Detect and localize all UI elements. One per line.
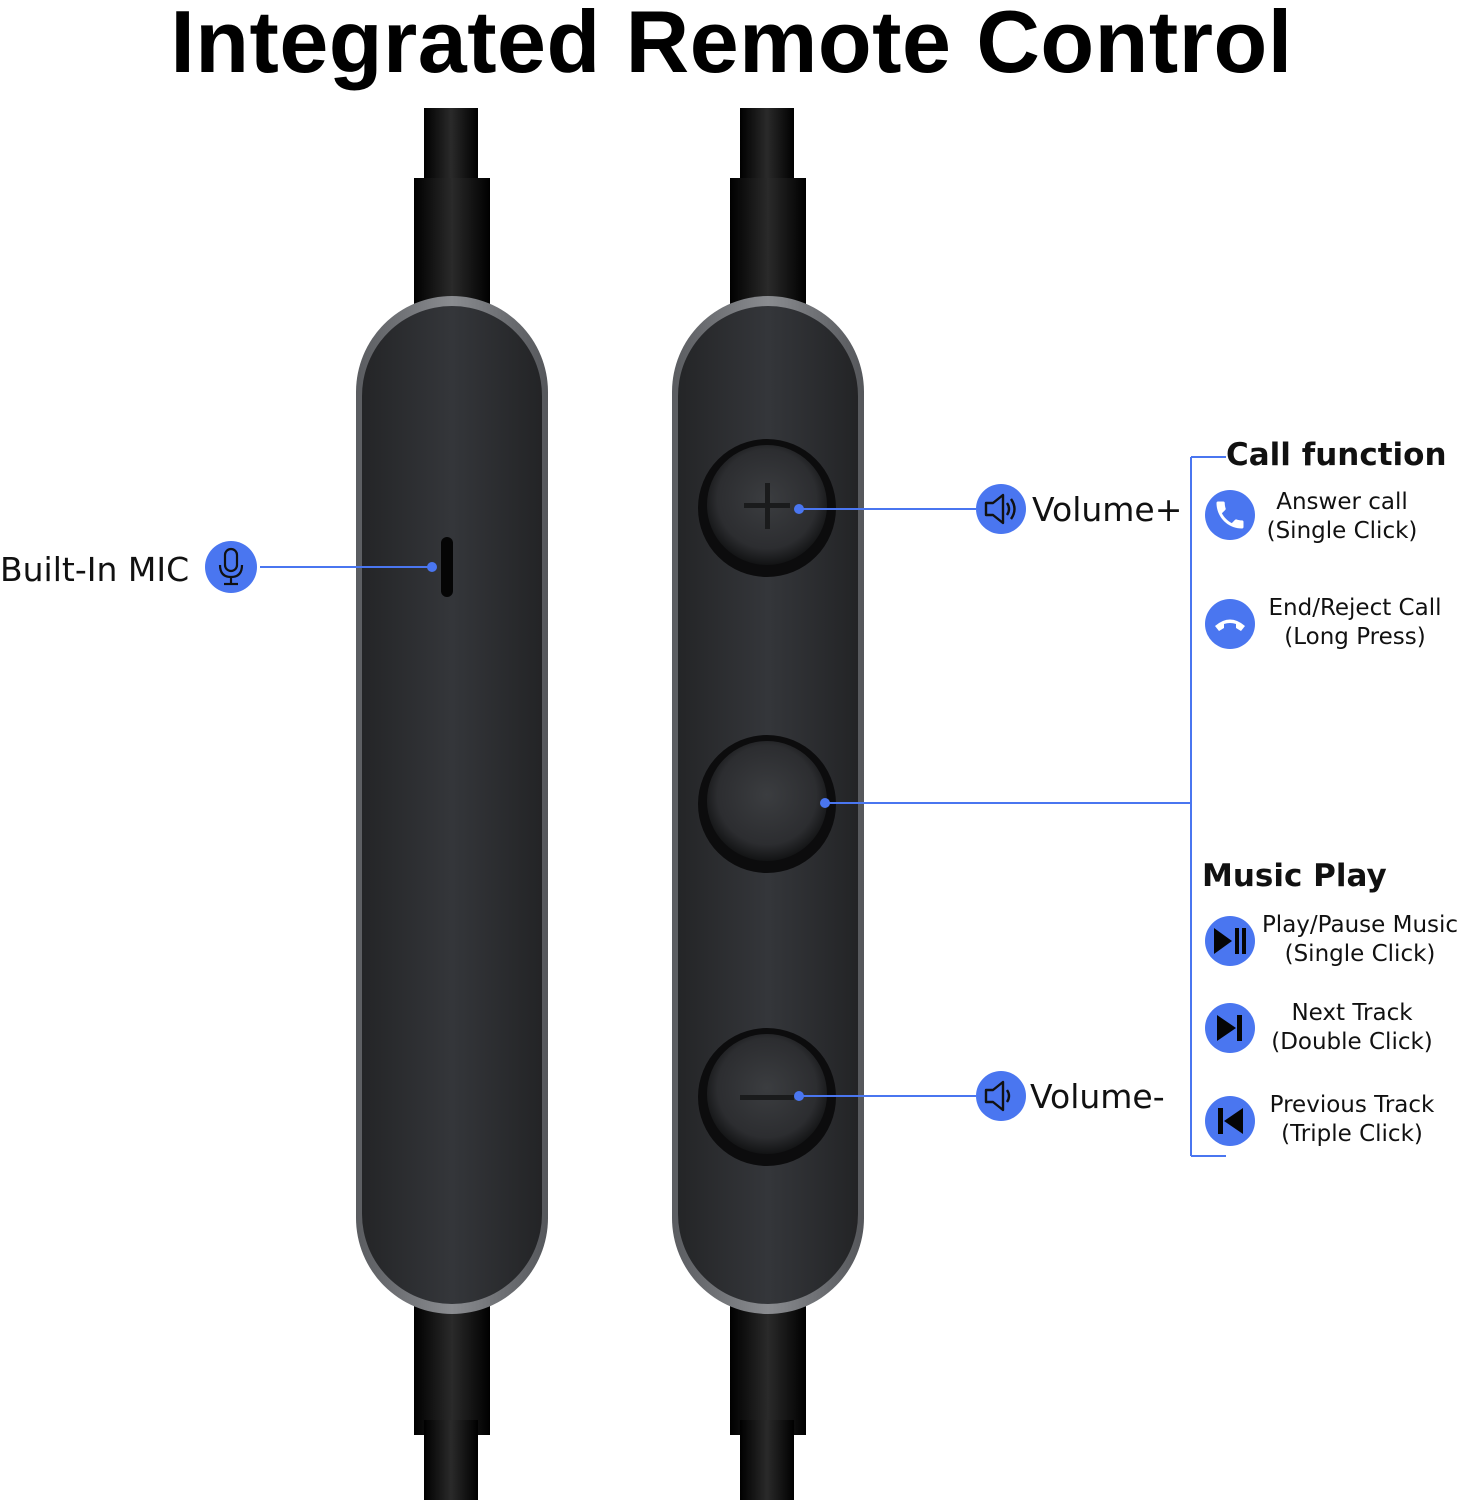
volume-down-label: Volume-	[1030, 1077, 1165, 1116]
end-call-text: End/Reject Call(Long Press)	[1268, 595, 1442, 650]
microphone-icon	[205, 541, 257, 593]
speaker-icon	[976, 1071, 1026, 1121]
right-cable	[730, 108, 806, 1500]
callout-lines	[260, 456, 1226, 1157]
call-function-heading: Call function	[1226, 437, 1447, 473]
minus-icon	[740, 1095, 794, 1100]
phone-answer-icon	[1205, 490, 1255, 540]
page-title: Integrated Remote Control	[170, 0, 1293, 91]
speaker-icon	[976, 484, 1026, 534]
left-cable	[414, 108, 490, 1500]
answer-call-text: Answer call(Single Click)	[1266, 489, 1418, 544]
previous-track-text: Previous Track(Triple Click)	[1269, 1092, 1435, 1147]
volume-up-label: Volume+	[1032, 490, 1183, 529]
previous-track-icon	[1205, 1096, 1255, 1146]
play-pause-text: Play/Pause Music(Single Click)	[1261, 912, 1459, 967]
volume-down-button[interactable]	[698, 1028, 836, 1166]
phone-hangup-icon	[1205, 599, 1255, 649]
play-pause-icon	[1205, 916, 1255, 966]
music-play-heading: Music Play	[1202, 858, 1387, 894]
mic-remote-body	[356, 296, 548, 1314]
next-track-icon	[1205, 1003, 1255, 1053]
mic-hole	[441, 537, 453, 597]
mic-label: Built-In MIC	[0, 550, 190, 589]
button-remote-body	[672, 296, 864, 1314]
next-track-text: Next Track(Double Click)	[1271, 1000, 1433, 1055]
multifunction-button[interactable]	[698, 735, 836, 873]
callout-dots	[427, 504, 830, 1101]
volume-up-button[interactable]	[698, 439, 836, 577]
